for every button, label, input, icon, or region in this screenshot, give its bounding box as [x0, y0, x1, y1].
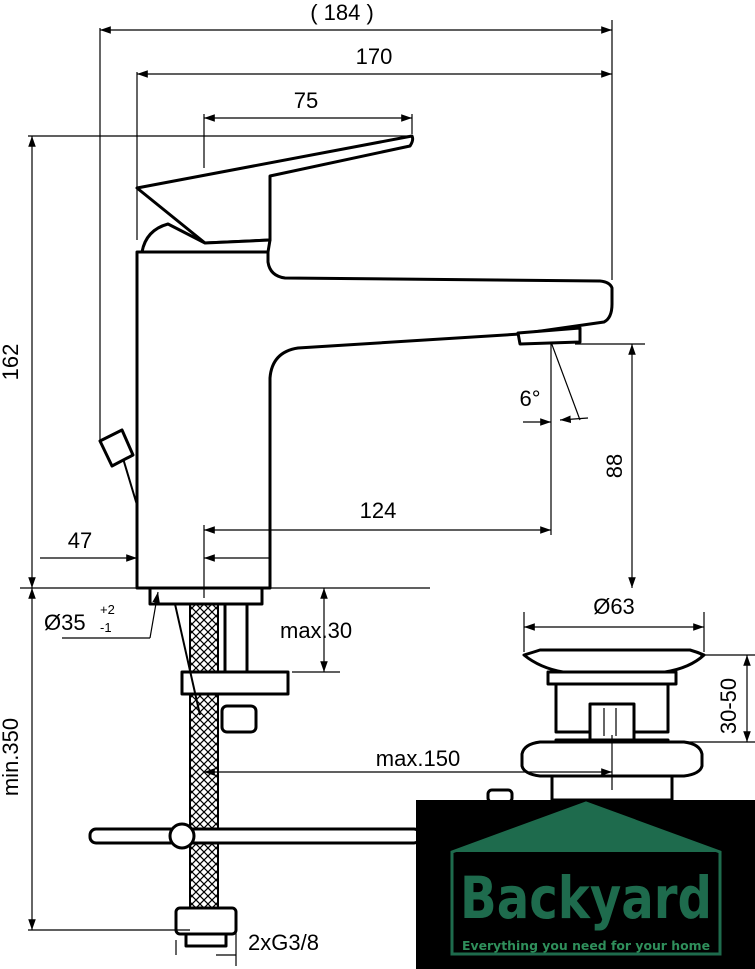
- overall-width-label: ( 184 ): [310, 0, 374, 25]
- faucet-outline: [98, 134, 614, 606]
- waste-diameter-label: Ø63: [593, 594, 635, 619]
- hose-length-label: min.350: [0, 718, 23, 796]
- logo-tagline: Everything you need for your home: [462, 938, 710, 953]
- waste-valve: [520, 648, 706, 802]
- dimension-labels: ( 184 ) 170 75 162 124 47 88 6° Ø35 +2 -…: [0, 0, 741, 955]
- waste-range-label: 30-50: [716, 678, 741, 734]
- height-label: 162: [0, 344, 23, 381]
- popup-rod: [88, 827, 422, 845]
- spout-height-label: 88: [602, 454, 627, 478]
- flex-hose: [189, 603, 219, 920]
- rod-length-label: max.150: [376, 746, 460, 771]
- logo-title: Backyard: [460, 864, 712, 932]
- popup-knob: [98, 428, 135, 468]
- deck-thickness-label: max.30: [280, 618, 352, 643]
- lever-offset-label: 75: [294, 88, 318, 113]
- dimension-lines: [20, 20, 755, 966]
- hole-tolerance-minus: -1: [100, 620, 112, 635]
- hole-diameter-label: Ø35: [44, 610, 86, 635]
- faucet-base: [148, 586, 264, 606]
- rod-clamp: [168, 822, 196, 850]
- spout-reach-label: 124: [360, 498, 397, 523]
- body-width-label: 170: [356, 44, 393, 69]
- aerator: [516, 326, 582, 346]
- mounting-bracket: [180, 670, 290, 696]
- hole-tolerance-plus: +2: [100, 602, 115, 617]
- spray-angle-label: 6°: [519, 386, 540, 411]
- hose-nut: [220, 704, 258, 734]
- roof-icon: [452, 803, 720, 852]
- lever-handle: [135, 134, 415, 245]
- body-depth-label: 47: [68, 528, 92, 553]
- backyard-logo: Backyard Everything you need for your ho…: [416, 800, 755, 969]
- underside-assembly: [88, 602, 514, 948]
- connection-label: 2xG3/8: [248, 930, 319, 955]
